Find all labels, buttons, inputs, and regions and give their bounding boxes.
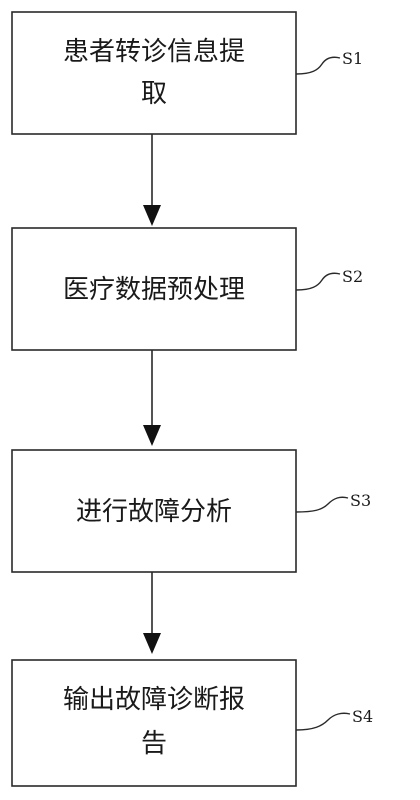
arrow-2 bbox=[143, 350, 161, 446]
step-4-text-line-1: 输出故障诊断报 bbox=[63, 685, 245, 715]
arrow-2-head bbox=[143, 425, 161, 446]
step-2-text: 医疗数据预处理 bbox=[63, 275, 245, 305]
step-2-leader-line bbox=[295, 272, 341, 291]
step-1-leader-line bbox=[295, 56, 341, 75]
step-1: 患者转诊信息提 取 S1 bbox=[11, 11, 363, 135]
step-4: 输出故障诊断报 告 S4 bbox=[11, 659, 373, 787]
arrow-1-head bbox=[143, 205, 161, 226]
step-3-label: S3 bbox=[350, 491, 371, 510]
step-4-box bbox=[11, 659, 297, 787]
step-3: 进行故障分析 S3 bbox=[11, 449, 371, 573]
arrow-3 bbox=[143, 572, 161, 654]
step-4-text-line-2: 告 bbox=[141, 729, 167, 759]
step-4-label: S4 bbox=[352, 707, 373, 726]
step-2-label: S2 bbox=[342, 267, 363, 286]
step-1-label: S1 bbox=[342, 49, 363, 68]
step-3-leader-line bbox=[295, 496, 349, 513]
step-1-text-line-2: 取 bbox=[141, 79, 167, 109]
step-1-box bbox=[11, 11, 297, 135]
step-2: 医疗数据预处理 S2 bbox=[11, 227, 363, 351]
step-1-text-line-1: 患者转诊信息提 bbox=[63, 37, 245, 67]
step-2-box bbox=[11, 227, 297, 351]
arrow-1 bbox=[143, 134, 161, 226]
step-3-text: 进行故障分析 bbox=[76, 497, 232, 527]
arrow-3-head bbox=[143, 633, 161, 654]
step-4-leader-line bbox=[295, 712, 351, 731]
step-3-box bbox=[11, 449, 297, 573]
